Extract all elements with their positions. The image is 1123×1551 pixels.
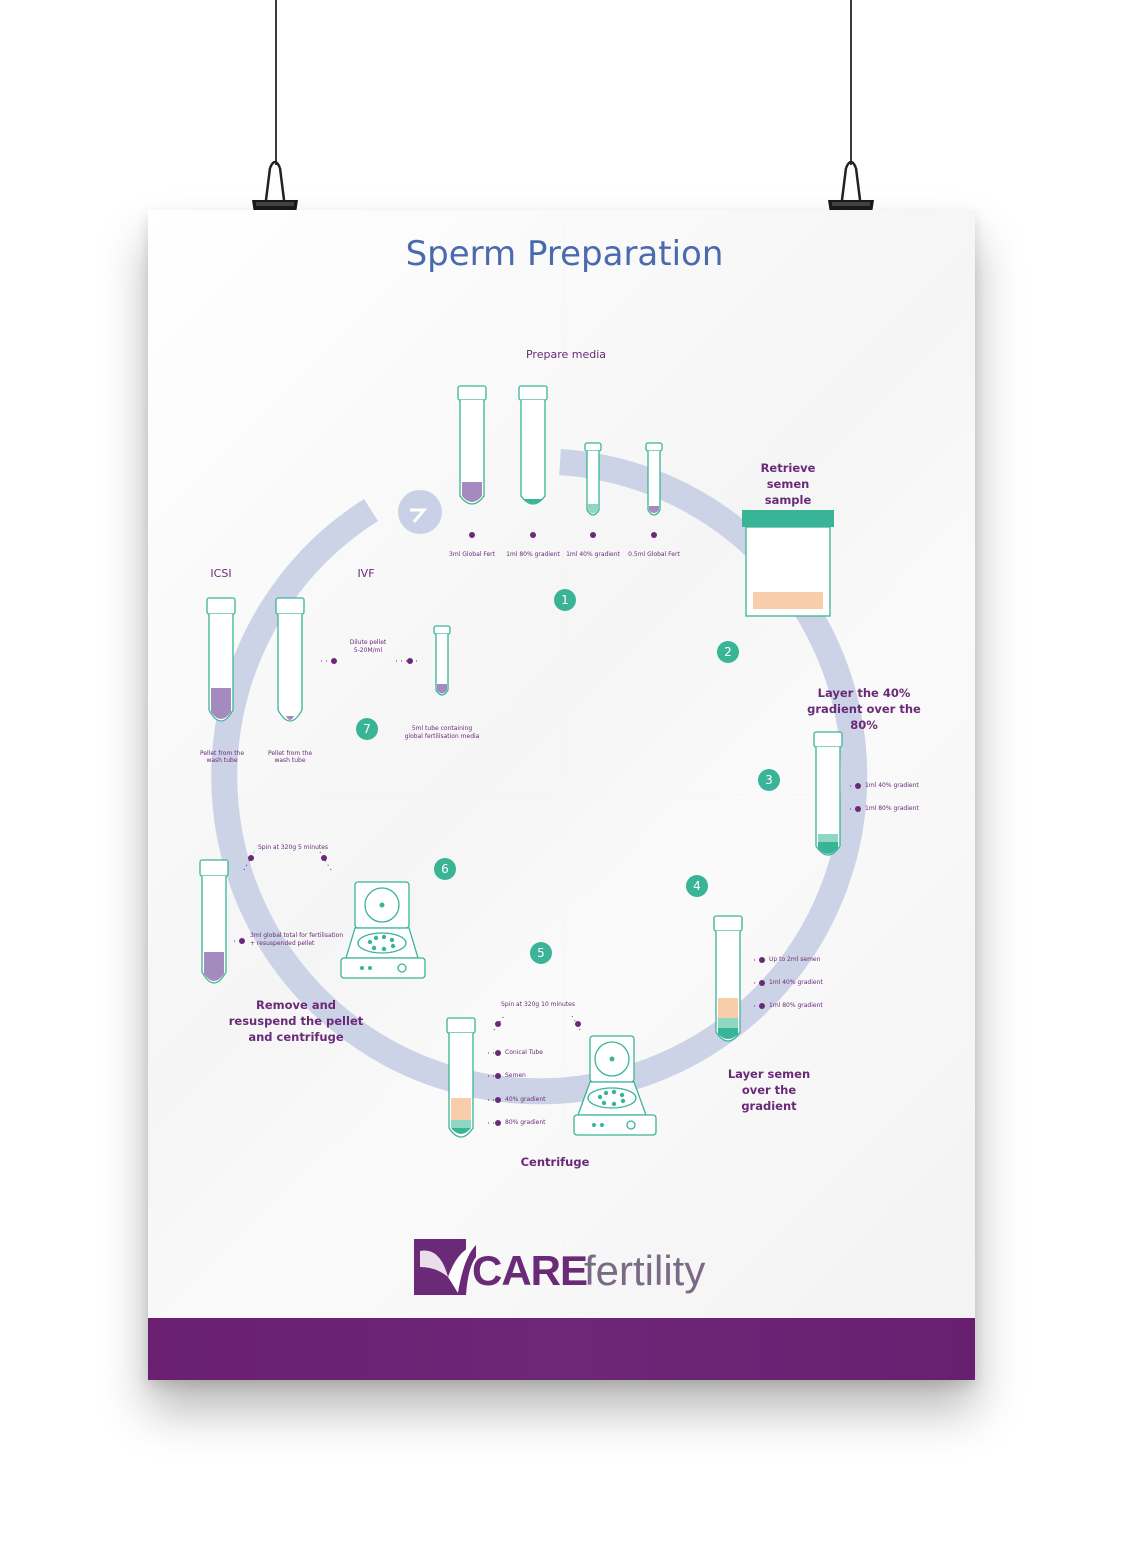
ring-arrow-chevron-icon [410, 508, 428, 523]
process-diagram [199, 385, 868, 1138]
step-3-label: Layer the 40% gradient over the 80% [807, 686, 921, 732]
dilute-label-line-2: 5-20M/ml [353, 647, 383, 654]
step-1-label: Prepare media [525, 348, 607, 361]
resuspend-tube [199, 859, 229, 984]
semen-label-3: 1ml 80% gradient [769, 1002, 823, 1009]
icsi-pellet-label-line-2: wash tube [206, 757, 238, 764]
fold-horizontal [148, 794, 975, 795]
resuspend-label-1: 3ml global total for fertilisation [250, 932, 344, 939]
second-centrifuge-machine-icon [340, 881, 426, 979]
step-4-label: Layer semen over the gradient [727, 1067, 811, 1113]
ivf-pellet-label-line-1: Pellet from the [267, 750, 313, 757]
semen-label-2: 1ml 40% gradient [769, 979, 823, 986]
step-5-label: Centrifuge [520, 1155, 590, 1169]
centrifuge-label-1: Conical Tube [505, 1049, 543, 1056]
step-number-4: 4 [686, 875, 708, 897]
icsi-tube [206, 597, 236, 722]
step-number-3: 3 [758, 769, 780, 791]
ivf-tube [275, 597, 305, 722]
fold-vertical [563, 210, 564, 1320]
step-number-1: 1 [554, 589, 576, 611]
care-logo-mark-icon [414, 1239, 476, 1295]
media-tube-1 [457, 385, 487, 505]
poster-title: Sperm Preparation [405, 234, 724, 274]
media-check-icons [469, 532, 657, 538]
layer-label-2: 1ml 80% gradient [865, 805, 919, 812]
dotted-leaders [234, 660, 856, 1124]
media-label-2: 1ml 80% gradient [506, 551, 560, 558]
step-number-2: 2 [717, 641, 739, 663]
logo-fertility-text: fertility [584, 1247, 706, 1294]
ivf-tube-label-line-1: 5ml tube containing [411, 725, 473, 732]
icsi-pellet-label-line-1: Pellet from the [199, 750, 245, 757]
gradient-tube [813, 731, 843, 856]
ivf-tube-label-line-2: global fertilisation media [404, 733, 480, 740]
step-number-7: 7 [356, 718, 378, 740]
poster: Sperm Preparation [148, 210, 975, 1380]
step-2-label: Retrieve semen sample [760, 461, 816, 507]
media-label-1: 3ml Global Fert [449, 551, 495, 558]
icsi-label: ICSI [210, 567, 232, 580]
right-wire [850, 0, 852, 165]
semen-layer-tube [713, 915, 743, 1042]
care-fertility-logo: CARE fertility [414, 1233, 724, 1303]
footer-band [148, 1318, 975, 1380]
resuspend-spin-label: Spin at 320g 5 minutes [257, 844, 329, 851]
centrifuge-label-3: 40% gradient [505, 1096, 546, 1103]
layer-label-1: 1ml 40% gradient [865, 782, 919, 789]
resuspend-label-2: + resuspended pellet [250, 940, 315, 947]
centrifuge-label-4: 80% gradient [505, 1119, 546, 1126]
leader-bullet-icons [239, 658, 861, 1126]
centrifuge-tube [446, 1017, 476, 1138]
media-tube-3 [584, 442, 602, 516]
semen-label-1: Up to 2ml semen [769, 956, 821, 963]
step-number-6: 6 [434, 858, 456, 880]
step-6-label: Remove and resuspend the pellet and cent… [228, 998, 364, 1044]
media-label-4: 0.5ml Global Fert [628, 551, 680, 558]
left-wire [275, 0, 277, 165]
semen-sample-container-icon [742, 510, 834, 617]
dilute-label-line-1: Dilute pellet [349, 639, 387, 646]
media-tube-2 [518, 385, 548, 505]
media-label-3: 1ml 40% gradient [566, 551, 620, 558]
logo-care-text: CARE [472, 1247, 588, 1294]
media-tube-4 [645, 442, 663, 516]
centrifuge-machine-icon [573, 1035, 657, 1136]
step-number-5: 5 [530, 942, 552, 964]
ring-arrow-head [398, 490, 442, 534]
ivf-pellet-label-line-2: wash tube [274, 757, 306, 764]
ivf-label: IVF [357, 567, 375, 580]
centrifuge-spin-label: Spin at 320g 10 minutes [501, 1001, 575, 1008]
small-ivf-tube [433, 625, 451, 696]
centrifuge-label-2: Semen [505, 1072, 526, 1079]
